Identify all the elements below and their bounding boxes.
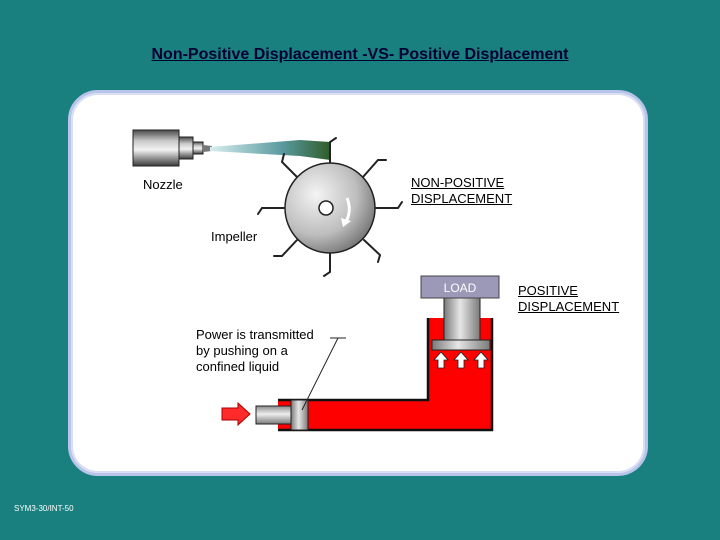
push-arrow (221, 401, 251, 427)
load-label: LOAD (444, 281, 477, 295)
impeller-label: Impeller (211, 229, 258, 244)
nozzle-drawing (132, 129, 212, 167)
positive-line1: POSITIVE (518, 283, 578, 298)
power-caption: Power is transmitted by pushing on a con… (196, 327, 314, 375)
slide-title: Non-Positive Displacement -VS- Positive … (151, 46, 569, 63)
positive-displacement-drawing (221, 295, 494, 432)
power-line2: by pushing on a (196, 343, 288, 358)
non-positive-label: NON-POSITIVE DISPLACEMENT (411, 175, 512, 207)
non-positive-line2: DISPLACEMENT (411, 191, 513, 206)
positive-label: POSITIVE DISPLACEMENT (518, 283, 619, 315)
positive-line2: DISPLACEMENT (518, 299, 620, 314)
power-line3: confined liquid (196, 359, 280, 374)
load-box (420, 275, 500, 299)
power-line1: Power is transmitted (196, 327, 314, 342)
slide-footer-code: SYM3-30/INT-50 (14, 504, 74, 513)
non-positive-line1: NON-POSITIVE (411, 175, 505, 190)
impeller-drawing (257, 137, 403, 277)
fluid-jet (210, 140, 330, 160)
nozzle-label: Nozzle (143, 177, 183, 192)
